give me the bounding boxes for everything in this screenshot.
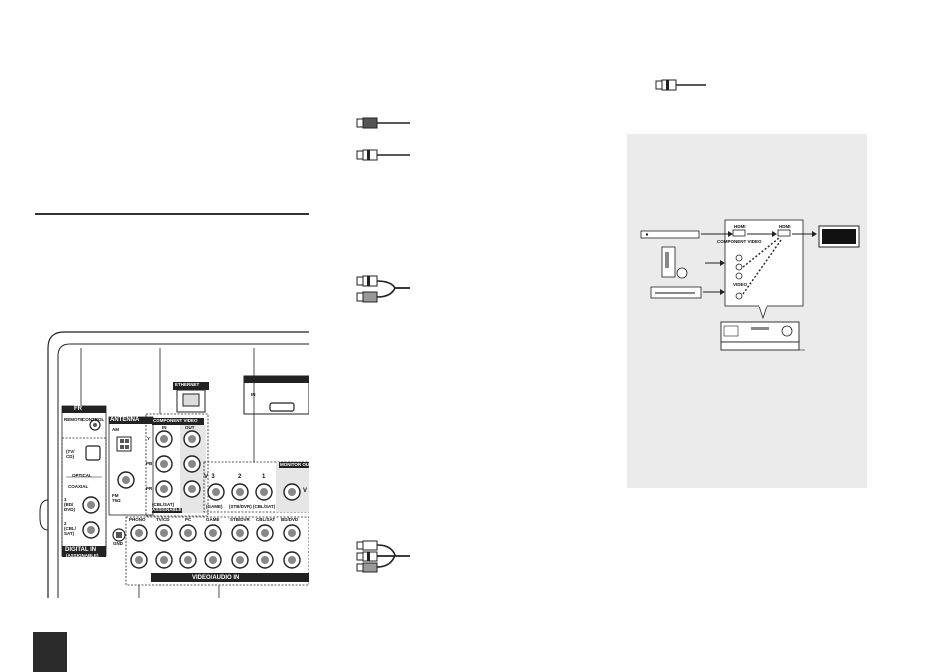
diagram-component-video-label: COMPONENT VIDEO: [717, 239, 762, 244]
player-device-icon: [640, 230, 700, 239]
game-console-icon: [661, 246, 688, 279]
stereo-audio-cable-icon: [356, 275, 410, 303]
audio-input-label: PHONO: [129, 517, 146, 522]
pr-label: PR: [146, 486, 153, 491]
connection-diagram-box: [627, 134, 867, 488]
av-receiver-icon: [720, 321, 805, 351]
cbl-sat-label: (CBL/SAT): [253, 504, 276, 509]
cbl-sat-digital-label: 2 (CBL/ SAT): [64, 521, 76, 536]
v-right-label: V: [303, 488, 308, 494]
gnd-label: GND: [113, 541, 123, 546]
hdmi-in-label: IN: [251, 392, 256, 397]
video-audio-in-label: VIDEO/AUDIO IN: [192, 575, 240, 581]
digital-cable-icons: [356, 117, 410, 161]
stb-dvr-label: (STB/DVR): [229, 504, 252, 509]
game-v-label: (GAME): [206, 504, 223, 509]
fr-label: FR: [74, 406, 82, 412]
settop-box-icon: [650, 286, 702, 299]
am-label: AM: [112, 427, 119, 432]
section-divider: [35, 213, 309, 215]
optical-label: OPTICAL: [72, 473, 92, 478]
tv-icon: [818, 225, 860, 248]
digital-in-label: DIGITAL IN: [65, 547, 97, 553]
page-tab-marker: [33, 632, 67, 672]
audio-input-label: GAME: [206, 517, 220, 522]
monitor-out-label: MONITOR OUT: [280, 462, 312, 467]
audio-input-label: TV/CD: [156, 517, 170, 522]
v3-label: V 3: [204, 474, 215, 480]
coaxial-label: COAXIAL: [68, 484, 89, 489]
audio-input-label: PC: [185, 517, 192, 522]
component-assignable-label: ASSIGNABLE: [152, 507, 182, 513]
diagram-video-label: VIDEO: [733, 282, 748, 287]
digital-in-sub-label: (ASSIGNABLE): [66, 553, 99, 558]
video-cable-icon: [655, 79, 706, 91]
connection-diagram: [640, 219, 860, 351]
pb-label: PB: [146, 461, 153, 466]
tv-cd-label: (TV/ CD): [66, 449, 75, 459]
v2-label: 2: [238, 474, 242, 480]
remote-label: REMOTE: [64, 417, 84, 422]
audio-input-label: BD/DVD: [281, 517, 299, 522]
fm-label: FM 75Ω: [112, 493, 121, 503]
audio-input-label: STB/DVR: [230, 517, 250, 522]
component-video-label: COMPONENT VIDEO: [153, 418, 198, 423]
diagram-hdmi-in-label: HDMI: [734, 224, 746, 229]
component-out-label: OUT: [185, 425, 195, 430]
optical-cable-icon: [356, 117, 410, 129]
control-label: CONTROL: [82, 417, 105, 422]
diagram-hdmi-out-label: HDMI: [779, 224, 791, 229]
av-cable-icon: [356, 540, 410, 573]
audio-input-label: CBL/SAT: [256, 517, 276, 522]
rear-panel-illustration: [39, 331, 309, 598]
component-in-label: IN: [162, 425, 167, 430]
coaxial-cable-icon: [356, 149, 410, 161]
bd-dvd-digital-label: 1 (BD/ DVD): [64, 497, 75, 512]
component-sub-label: (CBL/SAT): [152, 502, 175, 507]
v1-label: 1: [262, 474, 266, 480]
y-label: Y: [147, 436, 151, 441]
ethernet-label: ETHERNET: [175, 382, 200, 387]
antenna-label: ANTENNA: [110, 417, 140, 423]
